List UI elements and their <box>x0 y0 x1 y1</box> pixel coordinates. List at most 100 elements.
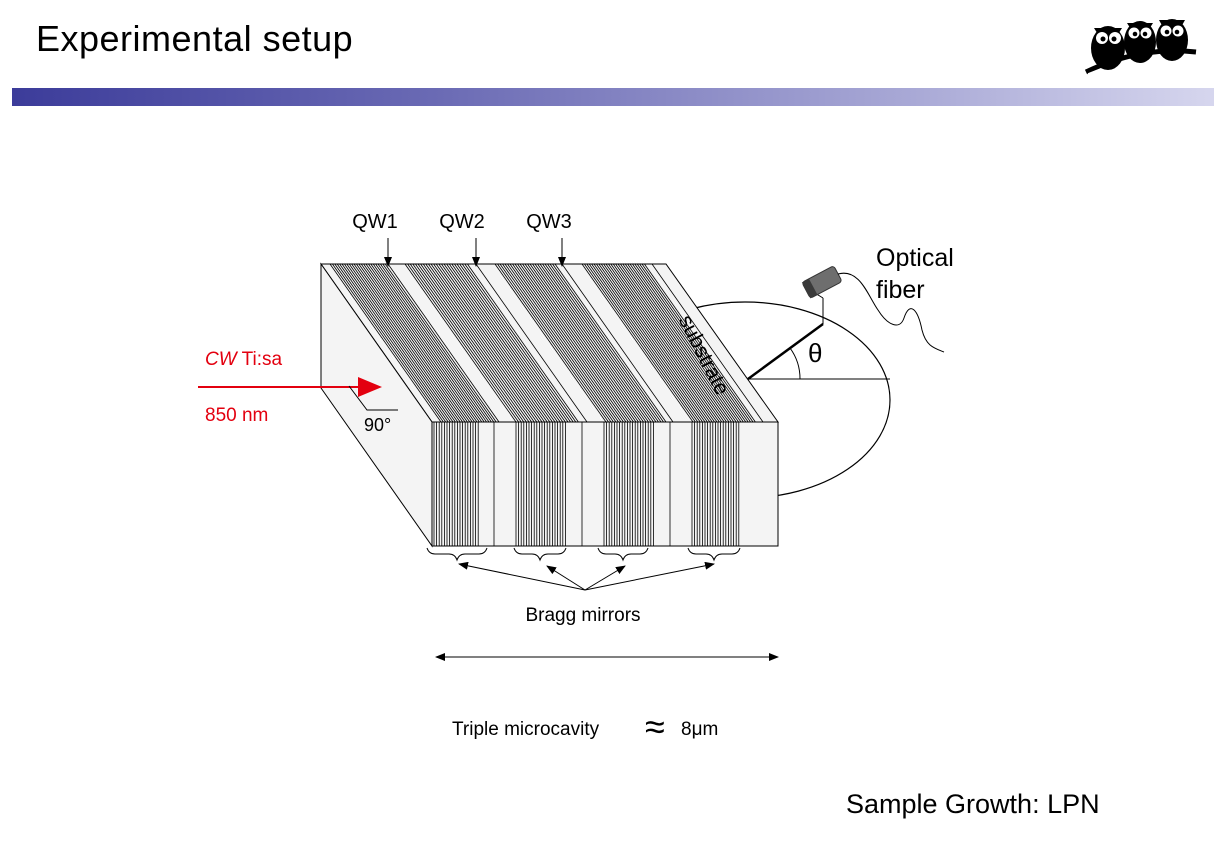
layer-stripe <box>549 263 662 423</box>
layer-stripe <box>441 263 553 423</box>
layer-stripe <box>499 263 612 423</box>
right-angle-mark <box>348 385 398 411</box>
layer-stripe <box>329 263 442 423</box>
layer-stripe <box>517 263 629 423</box>
layer-stripe <box>586 263 699 423</box>
layer-stripe <box>356 263 468 423</box>
angle-label: 90° <box>364 415 391 435</box>
layer-stripe <box>561 263 674 423</box>
wavelength-label: 850 nm <box>205 405 268 426</box>
laser-label: CW Ti:sa <box>205 349 282 370</box>
layer-stripe <box>620 263 732 423</box>
layer-stripe <box>375 263 487 423</box>
layer-stripe <box>454 263 566 423</box>
layer-stripe <box>494 263 607 423</box>
bragg-layer-stripes <box>329 263 764 546</box>
layer-stripe <box>360 263 473 423</box>
layer-stripe <box>514 263 627 423</box>
layer-stripe <box>596 263 708 423</box>
layer-stripe <box>344 263 456 423</box>
size-value: 8μm <box>681 719 718 740</box>
layer-stripe <box>348 263 461 423</box>
layer-stripe <box>552 263 664 423</box>
layer-stripe <box>622 263 735 423</box>
layer-stripe <box>456 263 569 423</box>
layer-stripe <box>603 263 715 423</box>
sample-growth-label: Sample Growth: LPN <box>846 789 1100 819</box>
layer-stripe <box>475 263 588 423</box>
layer-stripe <box>605 263 718 423</box>
layer-stripe <box>336 263 449 423</box>
layer-stripe <box>351 263 463 423</box>
layer-stripe <box>443 263 556 423</box>
layer-stripe <box>639 263 751 423</box>
layer-stripe <box>600 263 713 423</box>
arrow-icon <box>546 565 586 591</box>
layer-stripe <box>554 263 667 423</box>
layer-stripe <box>544 263 657 423</box>
layer-stripe <box>588 263 701 423</box>
layer-stripe <box>435 263 548 423</box>
layer-stripe <box>509 263 622 423</box>
qw3-label: QW3 <box>526 211 572 233</box>
layer-stripe <box>425 263 538 423</box>
layer-stripe <box>332 263 444 423</box>
layer-stripe <box>461 263 574 423</box>
layer-stripe <box>651 263 764 423</box>
layer-stripe <box>636 263 749 423</box>
layer-stripe <box>615 263 727 423</box>
layer-stripe <box>428 263 540 423</box>
layer-stripe <box>612 263 725 423</box>
layer-stripe <box>346 263 459 423</box>
layer-stripe <box>581 263 694 423</box>
layer-stripe <box>537 263 649 423</box>
bragg-mirrors-label: Bragg mirrors <box>525 605 640 626</box>
layer-stripe <box>467 263 579 423</box>
layer-stripe <box>370 263 483 423</box>
layer-stripe <box>448 263 561 423</box>
layer-stripe <box>507 263 619 423</box>
layer-stripe <box>417 263 530 423</box>
slide-title: Experimental setup <box>36 18 354 59</box>
layer-stripe <box>608 263 720 423</box>
layer-stripe <box>339 263 451 423</box>
fiber-label-line1: Optical <box>876 244 954 272</box>
layer-stripe <box>334 263 447 423</box>
layer-stripe <box>617 263 730 423</box>
layer-stripe <box>502 263 614 423</box>
arrow-icon <box>584 561 715 591</box>
layer-stripe <box>534 263 647 423</box>
layer-stripe <box>527 263 639 423</box>
layer-stripe <box>641 263 754 423</box>
layer-stripe <box>644 263 756 423</box>
fiber-label-line2: fiber <box>876 276 925 304</box>
layer-stripe <box>438 263 551 423</box>
layer-stripe <box>430 263 543 423</box>
arrow-icon <box>584 565 626 591</box>
layer-stripe <box>420 263 532 423</box>
layer-stripe <box>542 263 654 423</box>
layer-stripe <box>382 263 495 423</box>
arrow-icon <box>458 561 586 591</box>
layer-stripe <box>519 263 632 423</box>
layer-stripe <box>412 263 525 423</box>
layer-stripe <box>363 263 475 423</box>
layer-stripe <box>404 263 517 423</box>
layer-stripe <box>539 263 652 423</box>
layer-stripe <box>368 263 480 423</box>
layer-stripe <box>459 263 571 423</box>
sample-block <box>320 262 779 548</box>
layer-stripe <box>627 263 739 423</box>
theta-arc <box>789 347 801 380</box>
layer-stripe <box>422 263 535 423</box>
bragg-braces <box>426 547 741 562</box>
layer-stripe <box>584 263 696 423</box>
qw2-label: QW2 <box>439 211 485 233</box>
quantum-well-labels: QW1 QW2 QW3 <box>352 211 572 267</box>
layer-stripe <box>409 263 522 423</box>
layer-stripe <box>380 263 492 423</box>
bragg-arrows <box>458 561 715 591</box>
layer-stripe <box>624 263 737 423</box>
size-label: Triple microcavity <box>452 719 600 740</box>
layer-stripe <box>532 263 644 423</box>
